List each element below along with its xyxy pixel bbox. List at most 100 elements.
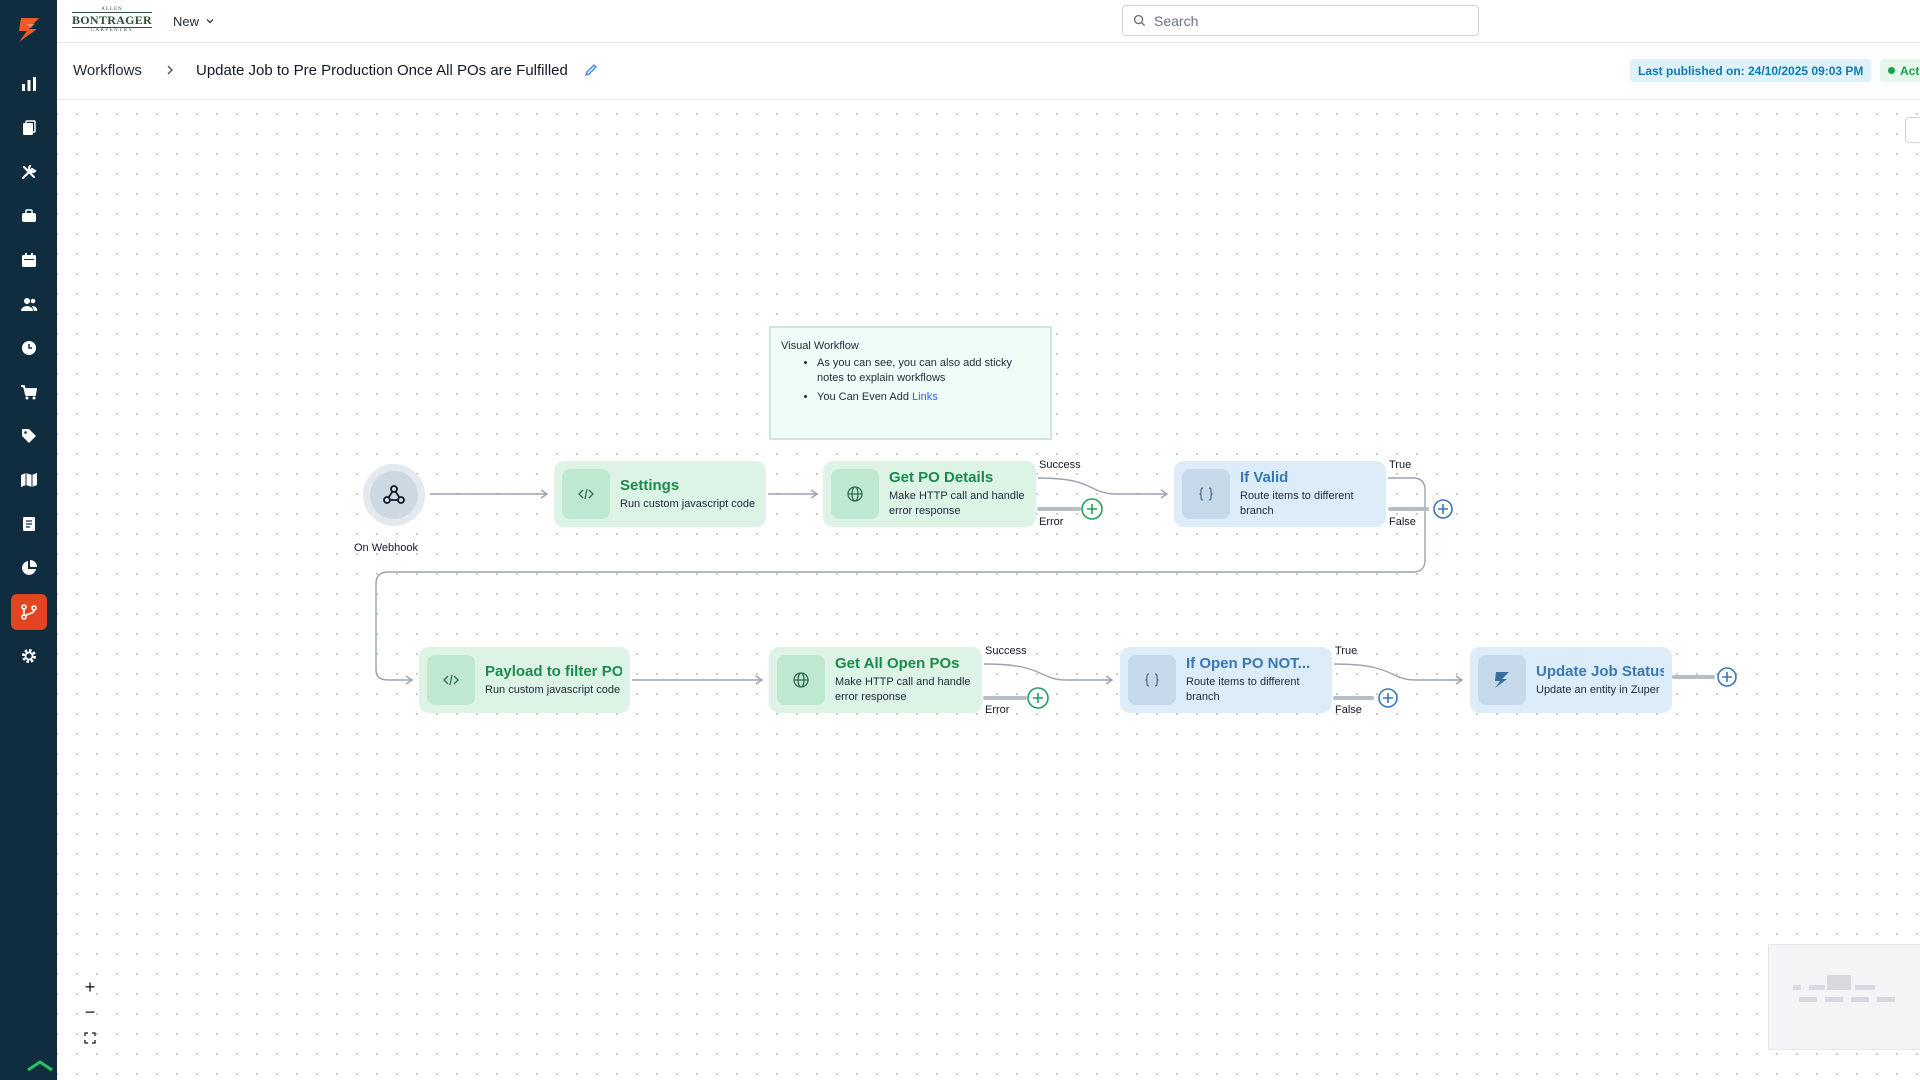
edge-label-true: True: [1335, 645, 1358, 657]
webhook-icon: [370, 471, 418, 519]
trigger-webhook-node[interactable]: [363, 464, 425, 526]
edge-getpo-ifvalid: [1037, 477, 1167, 495]
node-title: Payload to filter POs: [485, 662, 622, 680]
new-button[interactable]: New: [167, 10, 221, 32]
minimap-node: [1793, 985, 1801, 990]
brand-line1: ALLEN: [101, 7, 123, 12]
node-title: Get All Open POs: [835, 655, 960, 672]
cart-icon[interactable]: [11, 374, 47, 410]
node-title: If Valid: [1240, 469, 1289, 486]
workflow-edges: [375, 477, 1737, 709]
search-box: [1122, 5, 1479, 36]
minimap-node: [1827, 985, 1851, 990]
zoom-in-icon[interactable]: +: [84, 977, 96, 997]
minimap-node: [1855, 985, 1875, 990]
edge-ifvalid-payload: [375, 477, 1426, 681]
node-description: Route items to different branch: [1240, 490, 1354, 517]
node-title: If Open PO NOT...: [1186, 655, 1311, 672]
brand-line3: CARPENTRY: [90, 28, 134, 33]
sidebar-nav: [10, 62, 47, 678]
sticky-note-bullet-text: You Can Even Add: [817, 391, 913, 403]
edge-label-false: False: [1389, 516, 1416, 528]
dashboard-icon[interactable]: [11, 66, 47, 102]
status-badge[interactable]: Active: [1880, 59, 1920, 82]
sticky-note-link[interactable]: Links: [912, 391, 938, 403]
edge-label-error: Error: [985, 704, 1010, 716]
zuper-logo-icon[interactable]: [11, 12, 47, 48]
new-button-label: New: [173, 13, 200, 29]
workflow-header: Workflows Update Job to Pre Production O…: [57, 43, 1920, 100]
edge-label-error: Error: [1039, 516, 1064, 528]
minimap-node: [1799, 997, 1817, 1002]
sidebar: [0, 0, 70, 1080]
topbar: ALLEN BONTRAGER CARPENTRY New: [57, 0, 1920, 43]
trigger-label: On Webhook: [354, 542, 419, 554]
sticky-note-list: As you can see, you can also add sticky …: [817, 356, 1040, 405]
node-title: Update Job Status: [1536, 662, 1664, 680]
node-description: Make HTTP call and handle error response: [889, 490, 1025, 517]
edge-label-true: True: [1389, 459, 1412, 471]
sticky-note-title: Visual Workflow: [781, 340, 859, 352]
upgrade-icon[interactable]: [0, 1058, 70, 1080]
fit-view-icon[interactable]: [80, 1025, 100, 1050]
calendar-icon[interactable]: [11, 242, 47, 278]
node-description: Run custom javascript code: [485, 683, 621, 696]
minimap-node: [1809, 985, 1825, 990]
code-icon: [562, 469, 610, 519]
timesheet-icon[interactable]: [11, 330, 47, 366]
search-icon: [1133, 14, 1146, 27]
status-dot: [1888, 67, 1895, 74]
node-description: Make HTTP call and handle error response: [835, 676, 971, 703]
braces-icon: [1182, 469, 1230, 519]
edge-label-success: Success: [985, 645, 1027, 657]
map-icon[interactable]: [11, 462, 47, 498]
braces-icon: [1128, 655, 1176, 705]
users-icon[interactable]: [11, 286, 47, 322]
breadcrumb-workflows[interactable]: Workflows: [73, 62, 142, 79]
globe-icon: [777, 655, 825, 705]
settings-icon[interactable]: [11, 638, 47, 674]
invoice-icon[interactable]: [11, 506, 47, 542]
node-description: Run custom javascript code: [620, 497, 756, 510]
node-title: Settings: [620, 476, 680, 494]
published-badge: Last published on: 24/10/2025 09:03 PM: [1630, 59, 1872, 82]
node-description: Update an entity in Zuper: [1536, 683, 1660, 696]
chevron-right-icon: [167, 65, 173, 75]
zoom-controls: + −: [80, 975, 100, 1050]
brand-line2: BONTRAGER: [71, 12, 153, 28]
minimap[interactable]: [1768, 944, 1920, 1050]
company-logo[interactable]: ALLEN BONTRAGER CARPENTRY: [71, 6, 153, 34]
workflow-icon[interactable]: [10, 594, 47, 630]
edge-getall-ifopen: [983, 663, 1112, 681]
minimap-node: [1825, 997, 1843, 1002]
minimap-node: [1877, 997, 1895, 1002]
sticky-note-bullet: You Can Even Add Links: [817, 390, 1040, 405]
jobs-icon[interactable]: [11, 110, 47, 146]
zoom-out-icon[interactable]: −: [84, 1002, 96, 1022]
tag-icon[interactable]: [11, 418, 47, 454]
pencil-icon[interactable]: [584, 63, 598, 77]
reports-icon[interactable]: [11, 550, 47, 586]
sticky-note-bullet: As you can see, you can also add sticky …: [817, 356, 1040, 386]
node-if-open-po[interactable]: If Open PO NOT...Route items to differen…: [1120, 647, 1332, 713]
minimap-node: [1827, 975, 1851, 985]
status-label: Active: [1900, 63, 1920, 78]
minimap-node: [1851, 997, 1869, 1002]
tools-icon[interactable]: [11, 154, 47, 190]
search-input[interactable]: [1154, 12, 1454, 29]
workflow-canvas[interactable]: Visual Workflow As you can see, you can …: [57, 100, 1920, 1080]
sticky-note[interactable]: Visual Workflow As you can see, you can …: [769, 326, 1052, 440]
assets-icon[interactable]: [11, 198, 47, 234]
sidebar-footer: [0, 1058, 70, 1080]
globe-icon: [831, 469, 879, 519]
edge-label-success: Success: [1039, 459, 1081, 471]
zuper-icon: [1478, 655, 1526, 705]
canvas-toolbar-button[interactable]: [1905, 117, 1920, 143]
edge-label-false: False: [1335, 704, 1362, 716]
